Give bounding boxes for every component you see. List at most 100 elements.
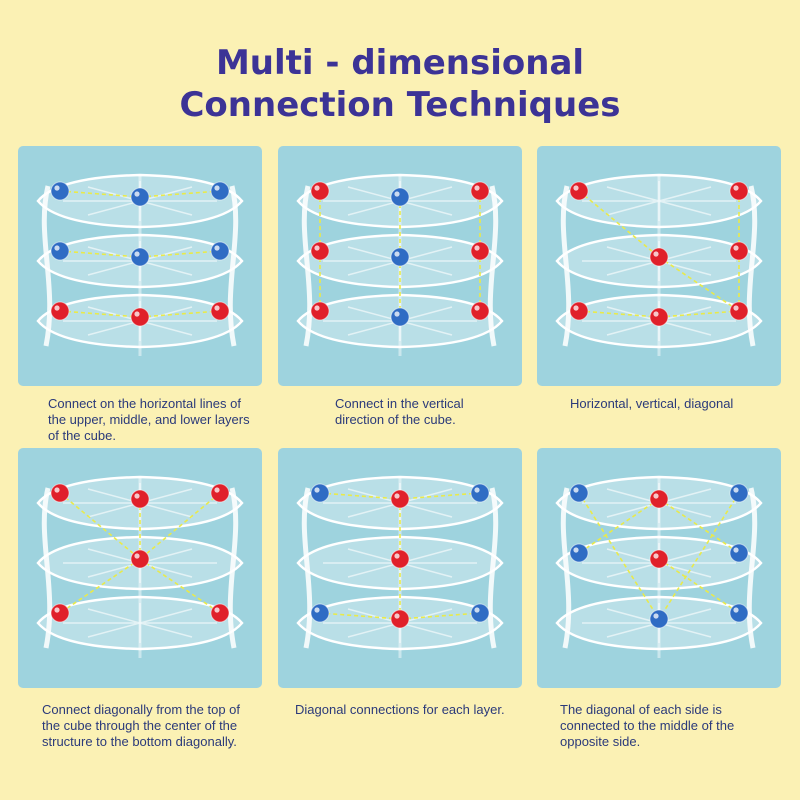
blue-ball <box>390 307 410 327</box>
ball-highlight <box>474 185 480 191</box>
red-ball <box>470 301 490 321</box>
ball-highlight <box>214 245 220 251</box>
blue-ball <box>569 543 589 563</box>
ball-highlight <box>653 311 659 317</box>
red-ball <box>649 307 669 327</box>
connection-line <box>578 190 660 258</box>
connection-line <box>59 190 141 198</box>
ball-highlight <box>214 305 220 311</box>
connection-line <box>399 492 481 500</box>
connection-line <box>319 612 401 620</box>
connection-line <box>319 492 401 500</box>
ball-highlight <box>54 607 60 613</box>
technique-caption-5: Diagonal connections for each layer. <box>295 702 505 717</box>
ball-highlight <box>733 487 739 493</box>
ball-highlight <box>54 245 60 251</box>
blue-ball <box>729 543 749 563</box>
cube-illustration <box>36 475 244 658</box>
connection-line <box>658 558 740 614</box>
connection-line <box>399 612 481 620</box>
page-title-line-2: Connection Techniques <box>179 85 621 125</box>
red-ball <box>50 483 70 503</box>
ball-highlight <box>573 185 579 191</box>
connection-line <box>59 250 141 258</box>
ball-highlight <box>314 607 320 613</box>
ball-highlight <box>733 245 739 251</box>
technique-panel-5 <box>278 448 522 688</box>
red-ball <box>130 307 150 327</box>
ball-highlight <box>653 251 659 257</box>
connection-line <box>139 492 221 560</box>
red-ball <box>50 301 70 321</box>
red-ball <box>729 181 749 201</box>
technique-panel-6 <box>537 448 781 688</box>
ball-highlight <box>134 553 140 559</box>
connection-line <box>139 250 221 258</box>
connection-line <box>59 558 141 614</box>
red-ball <box>649 247 669 267</box>
blue-ball <box>470 483 490 503</box>
blue-ball <box>130 247 150 267</box>
red-ball <box>569 301 589 321</box>
technique-panel-4 <box>18 448 262 688</box>
ball-highlight <box>214 185 220 191</box>
blue-ball <box>310 603 330 623</box>
connection-line <box>658 492 740 620</box>
ball-highlight <box>134 493 140 499</box>
ball-highlight <box>573 487 579 493</box>
ball-highlight <box>394 311 400 317</box>
ball-highlight <box>394 191 400 197</box>
ball-highlight <box>394 613 400 619</box>
technique-caption-1: Connect on the horizontal lines of the u… <box>48 396 250 443</box>
cube-side-wall <box>301 487 499 649</box>
cube-side-wall <box>301 185 499 347</box>
ball-highlight <box>214 607 220 613</box>
blue-ball <box>729 603 749 623</box>
connection-line <box>59 310 141 318</box>
cube-illustration <box>296 173 504 356</box>
connection-line <box>139 190 221 198</box>
cube-illustration <box>296 475 504 658</box>
cube-side-wall <box>560 487 758 649</box>
red-ball <box>470 181 490 201</box>
red-ball <box>210 603 230 623</box>
blue-ball <box>310 483 330 503</box>
connection-line <box>578 498 660 554</box>
technique-caption-4: Connect diagonally from the top of the c… <box>42 702 241 749</box>
blue-ball <box>390 187 410 207</box>
connection-line <box>578 310 660 318</box>
blue-ball <box>210 181 230 201</box>
red-ball <box>130 549 150 569</box>
ball-highlight <box>314 245 320 251</box>
blue-ball <box>50 181 70 201</box>
ball-highlight <box>733 547 739 553</box>
red-ball <box>310 301 330 321</box>
ball-highlight <box>134 251 140 257</box>
blue-ball <box>729 483 749 503</box>
page-title-line-1: Multi - dimensional <box>215 43 585 83</box>
ball-highlight <box>394 553 400 559</box>
cube-layer-grid <box>63 603 217 643</box>
blue-ball <box>569 483 589 503</box>
ball-highlight <box>733 607 739 613</box>
red-ball <box>729 301 749 321</box>
ball-highlight <box>314 185 320 191</box>
red-ball <box>130 489 150 509</box>
ball-highlight <box>134 311 140 317</box>
connection-line <box>139 558 221 614</box>
cube-illustration <box>36 173 244 356</box>
ball-highlight <box>474 305 480 311</box>
red-ball <box>729 241 749 261</box>
ball-highlight <box>134 191 140 197</box>
blue-ball <box>210 241 230 261</box>
connection-line <box>59 492 141 560</box>
ball-highlight <box>733 305 739 311</box>
technique-panel-2 <box>278 146 522 386</box>
red-ball <box>390 609 410 629</box>
technique-caption-2: Connect in the vertical direction of the… <box>335 396 464 427</box>
cube-side-wall <box>560 185 758 347</box>
cube-illustration <box>555 475 763 658</box>
connection-line <box>658 310 740 318</box>
ball-highlight <box>394 493 400 499</box>
cube-side-wall <box>41 185 239 347</box>
